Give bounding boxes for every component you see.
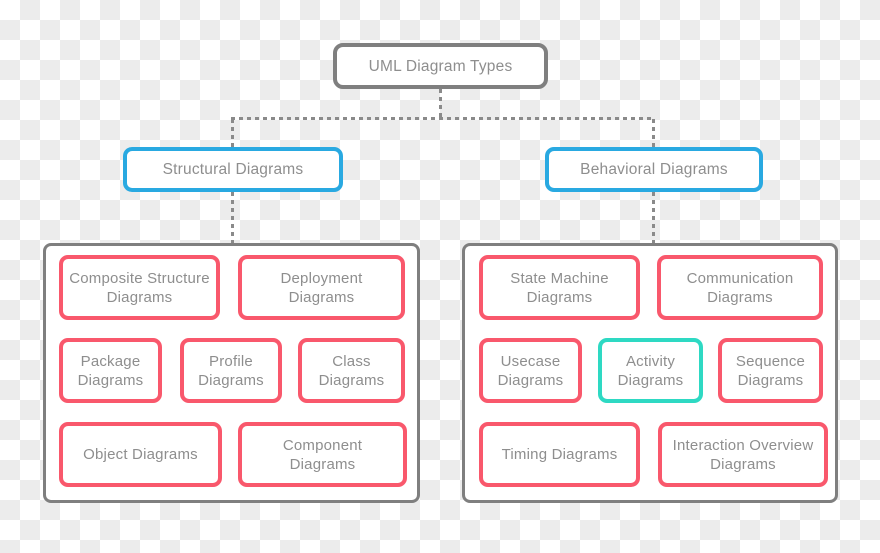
node-deployment-diagrams: Deployment Diagrams [238,255,405,320]
connector-branch-bar [231,117,654,120]
connector-behavioral-drop [652,119,655,148]
node-composite-structure-diagrams: Composite Structure Diagrams [59,255,220,320]
container-structural-diagrams: Composite Structure Diagrams Deployment … [43,243,420,503]
node-activity-diagrams: Activity Diagrams [598,338,703,403]
node-structural-diagrams: Structural Diagrams [123,147,343,192]
node-component-diagrams: Component Diagrams [238,422,407,487]
node-profile-diagrams: Profile Diagrams [180,338,282,403]
node-object-diagrams: Object Diagrams [59,422,222,487]
container-behavioral-diagrams: State Machine Diagrams Communication Dia… [462,243,838,503]
node-package-diagrams: Package Diagrams [59,338,162,403]
connector-structural-drop [231,119,234,148]
node-class-diagrams: Class Diagrams [298,338,405,403]
node-interaction-overview-diagrams: Interaction Overview Diagrams [658,422,828,487]
connector-behavioral-to-container [652,192,655,243]
node-uml-diagram-types: UML Diagram Types [333,43,548,89]
node-sequence-diagrams: Sequence Diagrams [718,338,823,403]
node-usecase-diagrams: Usecase Diagrams [479,338,582,403]
connector-structural-to-container [231,192,234,243]
node-behavioral-diagrams: Behavioral Diagrams [545,147,763,192]
node-state-machine-diagrams: State Machine Diagrams [479,255,640,320]
node-timing-diagrams: Timing Diagrams [479,422,640,487]
connector-root-stem [439,89,442,118]
node-communication-diagrams: Communication Diagrams [657,255,823,320]
